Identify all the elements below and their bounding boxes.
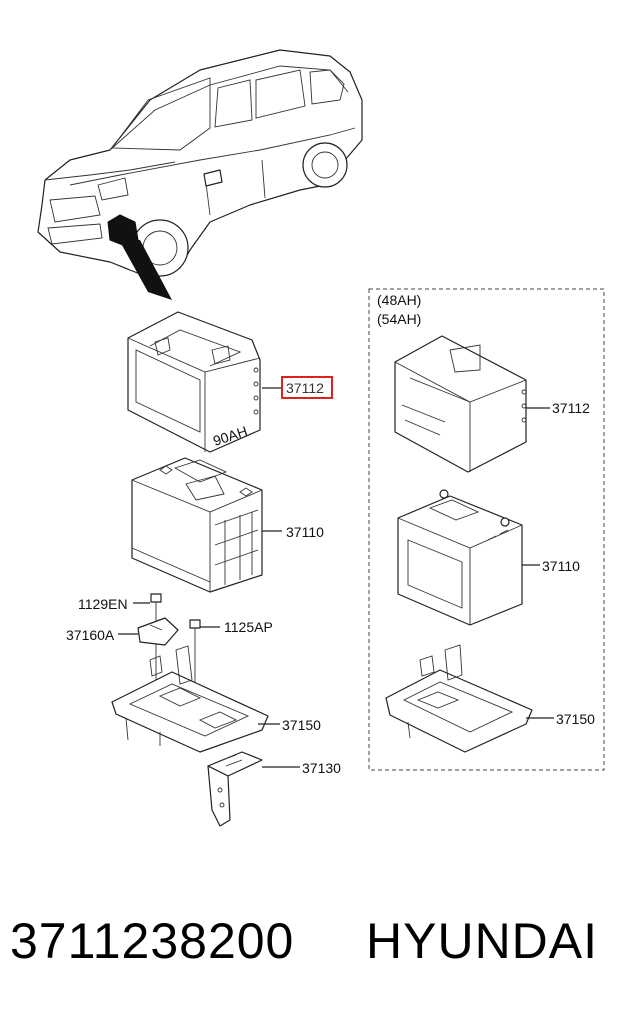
label-1129EN[interactable]: 1129EN: [78, 596, 128, 612]
highlight-box: [281, 376, 333, 399]
label-37150[interactable]: 37150: [282, 717, 321, 733]
part-number: 3711238200: [10, 913, 294, 969]
battery-tray-37150: [111, 645, 269, 753]
variant-dashed-box: [368, 288, 605, 771]
label-37110[interactable]: 37110: [286, 524, 324, 540]
alt-tray-37150: [385, 644, 533, 753]
label-37130[interactable]: 37130: [302, 760, 341, 776]
variant-48ah: (48AH): [377, 292, 421, 308]
label-alt-37112[interactable]: 37112: [552, 400, 590, 416]
vehicle-illustration: [37, 49, 363, 300]
label-alt-37110[interactable]: 37110: [542, 558, 580, 574]
clamp-37160A: [137, 617, 179, 646]
battery-37110: [131, 457, 263, 593]
label-1125AP[interactable]: 1125AP: [224, 619, 273, 635]
brand-name: HYUNDAI: [366, 913, 598, 969]
tray-cover-37112: 90AH: [127, 311, 261, 453]
bracket-37130: [207, 751, 263, 827]
label-37112-highlighted[interactable]: 37112: [286, 380, 324, 396]
variant-54ah: (54AH): [377, 311, 421, 327]
alt-battery-37110: [397, 489, 523, 626]
label-37160A[interactable]: 37160A: [66, 627, 115, 643]
label-alt-37150[interactable]: 37150: [556, 711, 595, 727]
alt-tray-cover-37112: [394, 335, 527, 473]
bolt-1125AP: [189, 619, 201, 690]
